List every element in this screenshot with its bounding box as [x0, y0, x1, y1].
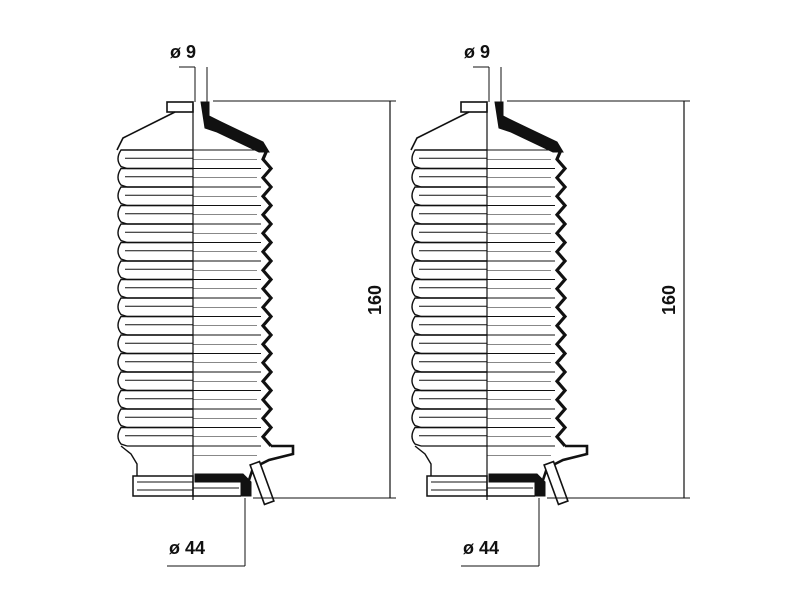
rib-outline: [411, 426, 487, 447]
rib-outline: [117, 297, 193, 318]
rib-outline: [411, 278, 487, 299]
rib-outline: [411, 186, 487, 207]
rib-outline: [117, 426, 193, 447]
rib-outline: [117, 334, 193, 355]
rib-outline: [117, 223, 193, 244]
rib-outline: [411, 334, 487, 355]
rib-outline: [411, 167, 487, 188]
rib-outline: [411, 223, 487, 244]
section-seal-lip: [488, 473, 546, 497]
rib-outline: [411, 297, 487, 318]
rib-outline: [117, 352, 193, 373]
rib-outline: [117, 186, 193, 207]
section-wall: [260, 149, 274, 448]
rib-outline: [117, 315, 193, 336]
rib-outline: [117, 241, 193, 262]
rib-outline: [117, 371, 193, 392]
rib-outline: [411, 241, 487, 262]
rib-outline: [411, 389, 487, 410]
section-neck: [200, 101, 270, 153]
skirt-outline: [120, 445, 138, 476]
vent-nipple: [249, 460, 275, 506]
section-wall: [554, 149, 568, 448]
boot-drawing-left: [116, 66, 396, 567]
top-diameter-label: ø 9: [170, 42, 196, 62]
rib-outline: [117, 260, 193, 281]
top-collar: [460, 101, 488, 113]
boot-drawing-right: [410, 66, 690, 567]
bottom-collar: [426, 475, 488, 497]
taper-outline: [116, 111, 176, 151]
rib-outline: [117, 167, 193, 188]
rib-outline: [117, 389, 193, 410]
bottom-collar: [132, 475, 194, 497]
rib-outline: [411, 149, 487, 170]
rib-outline: [117, 278, 193, 299]
rib-outline: [117, 204, 193, 225]
section-neck: [494, 101, 564, 153]
rib-outline: [411, 260, 487, 281]
taper-outline: [410, 111, 470, 151]
section-seal-lip: [194, 473, 252, 497]
length-label: 160: [659, 285, 679, 315]
skirt-outline: [414, 445, 432, 476]
top-diameter-label: ø 9: [464, 42, 490, 62]
bottom-diameter-label: ø 44: [169, 538, 205, 558]
vent-nipple: [543, 460, 569, 506]
length-label: 160: [365, 285, 385, 315]
rib-outline: [411, 408, 487, 429]
rib-outline: [411, 352, 487, 373]
bottom-diameter-label: ø 44: [463, 538, 499, 558]
rib-outline: [117, 149, 193, 170]
rib-outline: [411, 315, 487, 336]
rib-outline: [411, 204, 487, 225]
rib-outline: [117, 408, 193, 429]
top-collar: [166, 101, 194, 113]
rib-outline: [411, 371, 487, 392]
